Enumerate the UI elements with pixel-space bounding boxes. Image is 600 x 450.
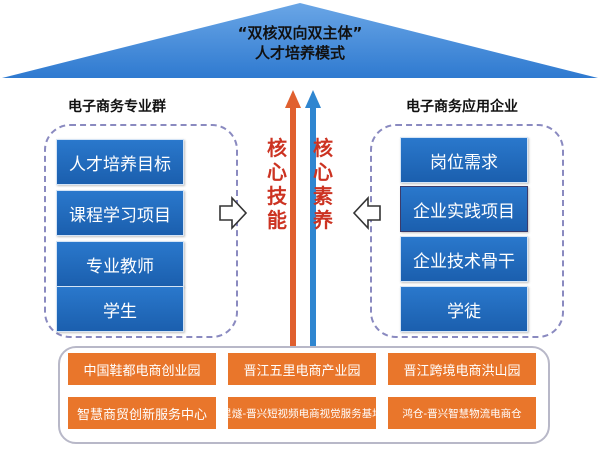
platform-smart-commerce-center: 智慧商贸创新服务中心 xyxy=(68,397,216,429)
left-item-student: 学生 xyxy=(56,286,184,332)
core-skill-arrow-icon xyxy=(285,90,301,350)
roof-triangle xyxy=(2,3,598,78)
platform-hongshan-park: 晋江跨境电商洪山园 xyxy=(388,353,536,385)
platform-logistics-warehouse: 鸿仓-晋兴智慧物流电商仓 xyxy=(388,397,536,429)
left-item-talent-goal: 人才培养目标 xyxy=(56,139,184,185)
right-group-enclosure xyxy=(370,124,564,338)
center-arrows xyxy=(285,90,321,350)
core-skill-label: 核心技能 xyxy=(267,136,287,232)
right-item-enterprise-project: 企业实践项目 xyxy=(400,186,528,232)
right-item-job-demand: 岗位需求 xyxy=(400,137,528,183)
core-literacy-label: 核心素养 xyxy=(313,136,333,232)
roof-title-line2: 人才培养模式 xyxy=(254,44,345,62)
platform-short-video-base: 星燧-晋兴短视频电商视觉服务基地 xyxy=(228,397,376,429)
roof-title-line1: “双核双向双主体” xyxy=(237,24,363,42)
right-group-title: 电子商务应用企业 xyxy=(406,99,518,115)
platform-wuli-industrial-park: 晋江五里电商产业园 xyxy=(228,353,376,385)
left-item-teacher: 专业教师 xyxy=(56,241,184,287)
core-literacy-arrow-icon xyxy=(305,90,321,350)
left-item-course-project: 课程学习项目 xyxy=(56,190,184,236)
hollow-arrow-left-icon xyxy=(352,196,381,230)
right-item-apprentice: 学徒 xyxy=(400,286,528,332)
platform-shoe-capital-park: 中国鞋都电商创业园 xyxy=(68,353,216,385)
left-group-title: 电子商务专业群 xyxy=(68,99,166,115)
left-group-enclosure xyxy=(44,124,238,338)
right-item-tech-backbone: 企业技术骨干 xyxy=(400,236,528,282)
hollow-arrow-right-icon xyxy=(219,196,248,230)
